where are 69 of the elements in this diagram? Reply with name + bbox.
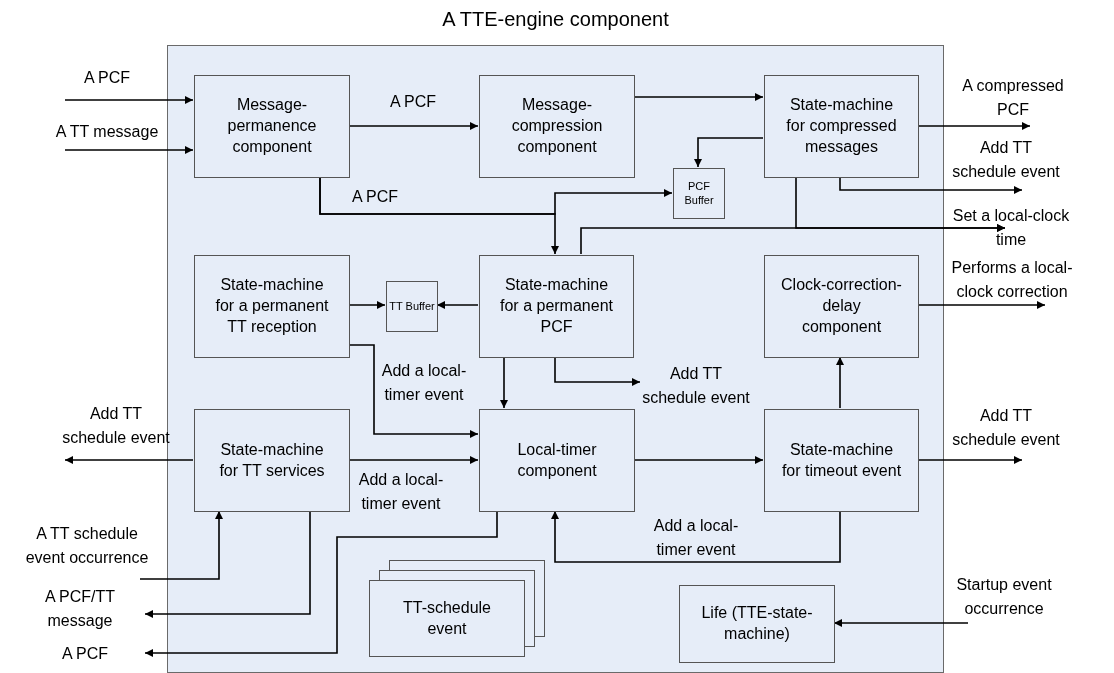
edge-label: Set a local-clock time (951, 206, 1071, 250)
arrow (436, 301, 479, 309)
arrow (633, 456, 764, 464)
node-label: Clock-correction-delay component (781, 275, 902, 337)
arrow (144, 510, 498, 657)
edge-label: Add TT schedule event (951, 138, 1061, 182)
arrow (144, 510, 311, 618)
stacked-event-box (369, 580, 525, 657)
arrow (64, 96, 194, 104)
process-box (764, 409, 919, 512)
edge-label: Startup event occurrence (955, 575, 1053, 619)
arrow (554, 356, 641, 386)
edge-label: A compressed PCF (961, 76, 1065, 120)
process-box (194, 409, 350, 512)
arrow (795, 176, 1006, 232)
edge-label: A PCF (60, 644, 110, 664)
edge-label: Add TT schedule event (641, 364, 751, 408)
arrow (917, 122, 1031, 130)
arrow (633, 93, 764, 101)
edge-label: Add a local-timer event (357, 470, 445, 514)
arrow (833, 619, 969, 627)
buffer-box (386, 281, 438, 332)
node-label: Message-compression component (510, 95, 604, 157)
edge-label: A PCF (388, 92, 438, 112)
edge-label: A PCF (350, 187, 400, 207)
node-label: Local-timer component (516, 439, 598, 481)
arrow (348, 456, 479, 464)
arrow (917, 456, 1023, 464)
arrow (139, 510, 223, 580)
process-box (194, 255, 350, 358)
node-label: Life (TTE-state-machine) (700, 603, 814, 644)
edge-label: Add TT schedule event (951, 406, 1061, 450)
edge-label: Add a local-timer event (380, 361, 468, 405)
edge-label: Add a local-timer event (652, 516, 740, 560)
node-label: State-machine for timeout event (781, 439, 902, 481)
node-label: TT-schedule event (401, 597, 492, 639)
node-label: Message-permanence component (226, 95, 318, 157)
process-box (679, 585, 835, 663)
process-box (479, 409, 635, 512)
arrow (839, 176, 1023, 194)
node-label: State-machine for a permanent TT reception (214, 275, 330, 337)
process-box (194, 75, 350, 178)
arrow (64, 456, 194, 464)
arrow (319, 176, 673, 215)
node-label: State-machine for TT services (218, 439, 326, 481)
edge-label: Performs a local-clock correction (950, 258, 1074, 302)
arrow (64, 146, 194, 154)
arrow (348, 301, 386, 309)
node-label: State-machine for compressed messages (785, 95, 898, 157)
arrow (917, 301, 1046, 309)
arrow (694, 137, 764, 168)
process-box (764, 255, 919, 358)
process-box (479, 75, 635, 178)
arrow (348, 122, 479, 130)
edge-label: A PCF (82, 68, 132, 88)
diagram-title: A TTE-engine component (441, 8, 670, 31)
edge-label: A PCF/TT message (43, 587, 117, 631)
node-label: State-machine for a permanent PCF (499, 275, 614, 337)
edge-label: A TT message (54, 122, 160, 142)
arrow (500, 356, 508, 409)
arrow (348, 344, 479, 438)
node-label: PCF Buffer (683, 180, 715, 207)
process-box (764, 75, 919, 178)
edge-label: A TT schedule event occurrence (24, 524, 150, 568)
buffer-box (673, 168, 725, 219)
process-box (479, 255, 634, 358)
arrow (836, 356, 844, 409)
node-label: TT Buffer (389, 299, 435, 314)
arrow (551, 510, 841, 563)
